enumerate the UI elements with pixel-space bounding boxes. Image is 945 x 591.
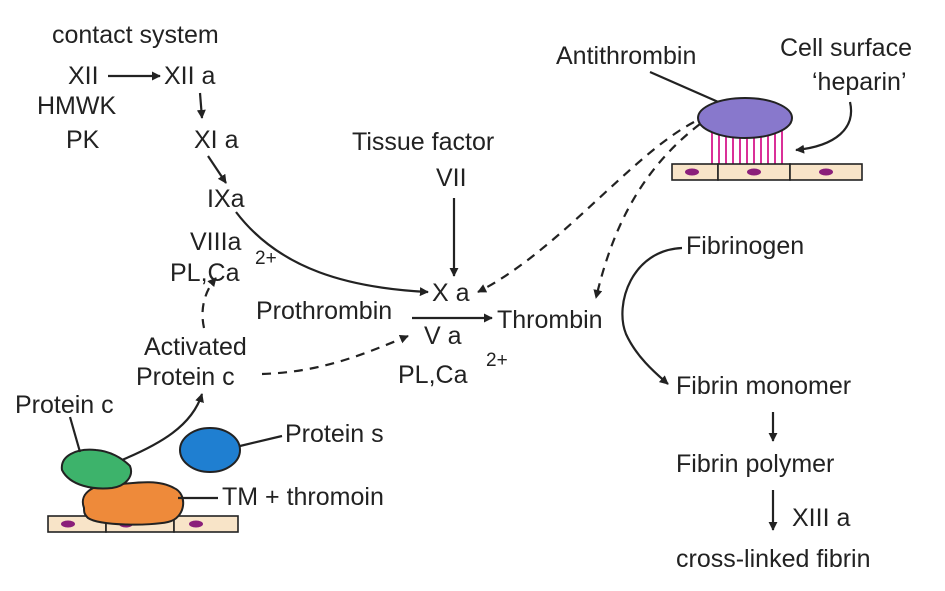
protein-c-pointer: [68, 416, 82, 453]
fibrinogen-label: Fibrinogen: [686, 232, 804, 260]
endothelium-cell-row-right: [671, 163, 863, 181]
factor-va-label: V a: [424, 322, 462, 350]
factor-xii-label: XII: [68, 62, 99, 90]
thrombin-label: Thrombin: [497, 306, 603, 334]
pl-ca-left-label: PL,Ca: [170, 259, 240, 287]
fibrin-polymer-label: Fibrin polymer: [676, 450, 834, 478]
protein-s-pointer: [239, 434, 283, 448]
fibrin-monomer-label: Fibrin monomer: [676, 372, 851, 400]
pl-ca-left-superscript: 2+: [255, 248, 277, 269]
tissue-factor-label: Tissue factor: [352, 128, 494, 156]
factor-xiia-label: XII a: [164, 62, 216, 90]
apc-to-viiia-dashed-arrow: [201, 277, 217, 329]
protein-c-activation-arrow: [121, 393, 204, 462]
activated-protein-c-label: Protein c: [136, 363, 235, 391]
factor-xia-label: XI a: [194, 126, 239, 154]
tm-thromoin-label: TM + thromoin: [222, 483, 384, 511]
pk-label: PK: [66, 126, 100, 154]
antithrombin-to-xa-dashed-arrow: [477, 121, 695, 293]
pl-ca-center-superscript: 2+: [486, 350, 508, 371]
xiia-to-xia-arrow: [196, 92, 206, 119]
heparin-pointer-arrow: [795, 101, 853, 154]
protein-s-shape: [179, 427, 241, 473]
antithrombin-shape: [697, 97, 793, 139]
antithrombin-to-thrombin-dashed-arrow: [593, 123, 701, 299]
protein-c-label: Protein c: [15, 391, 114, 419]
factor-xiiia-label: XIII a: [792, 504, 850, 532]
heparin-label: ‘heparin’: [812, 68, 907, 96]
apc-to-va-dashed-arrow: [261, 334, 409, 376]
ixa-to-xa-curve: [235, 211, 429, 297]
prothrombin-label: Prothrombin: [256, 297, 392, 325]
factor-vii-label: VII: [436, 164, 467, 192]
protein-c-shape: [60, 448, 132, 490]
contact-system-label: contact system: [52, 21, 219, 49]
fibrinogen-to-monomer-arrow: [621, 246, 683, 385]
cell-surface-label: Cell surface: [780, 34, 912, 62]
pl-ca-center-label: PL,Ca: [398, 361, 468, 389]
hmwk-label: HMWK: [37, 92, 116, 120]
cross-linked-fibrin-label: cross-linked fibrin: [676, 545, 871, 573]
protein-s-label: Protein s: [285, 420, 384, 448]
activated-label: Activated: [144, 333, 247, 361]
xia-to-ixa-arrow: [207, 155, 227, 184]
factor-ixa-label: IXa: [207, 185, 245, 213]
factor-viiia-label: VIIIa: [190, 228, 242, 256]
factor-xa-label: X a: [432, 279, 470, 307]
antithrombin-label: Antithrombin: [556, 42, 696, 70]
